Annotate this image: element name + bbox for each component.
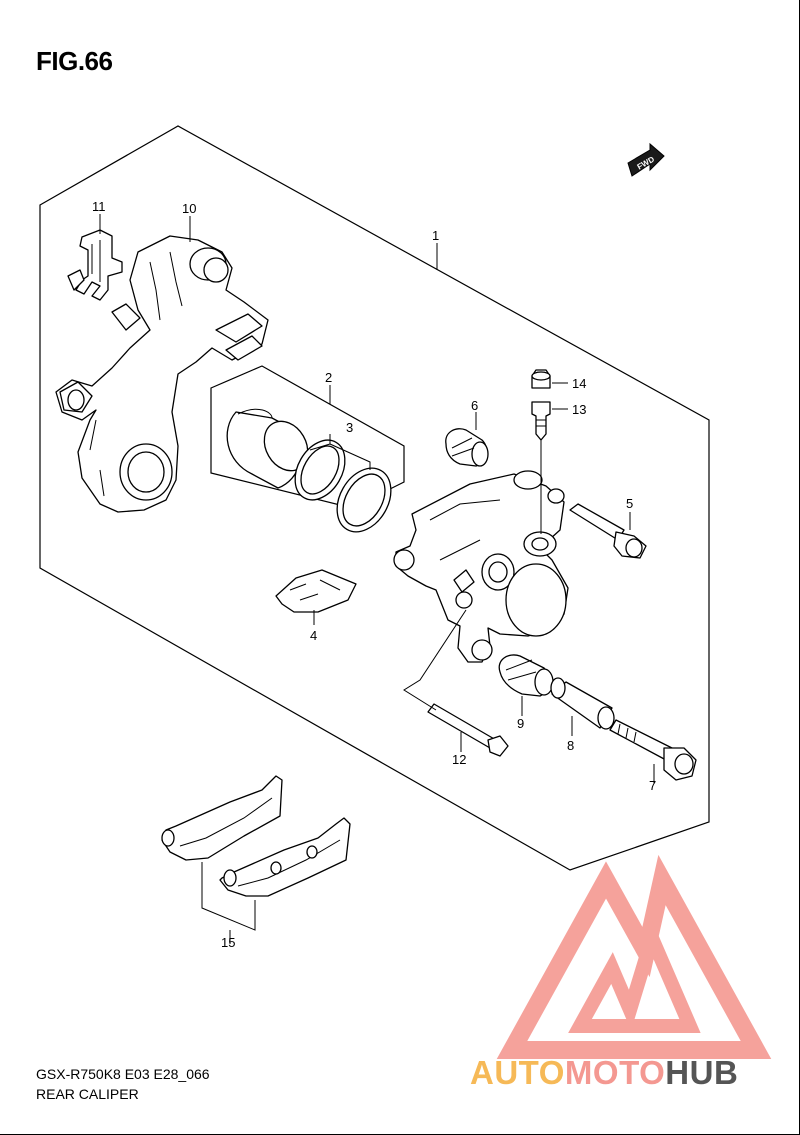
callout-11: 11 [92, 199, 106, 214]
part-4-pad-spring-icon [275, 569, 357, 613]
callout-1: 1 [432, 228, 439, 243]
seal-kit-frame [210, 365, 405, 509]
callout-8: 8 [567, 738, 574, 753]
part-7-bolt-icon [609, 719, 697, 781]
part-6-dust-boot-icon [445, 428, 489, 467]
callout-6: 6 [471, 398, 478, 413]
part-5-bolt-icon [569, 503, 647, 559]
callout-10: 10 [182, 201, 196, 216]
callout-2: 2 [325, 370, 332, 385]
part-9-boot-icon [498, 654, 554, 697]
callout-14: 14 [572, 376, 586, 391]
part-13-bleeder-valve-icon [531, 401, 551, 441]
callout-7: 7 [649, 778, 656, 793]
leader-lines [99, 214, 655, 944]
part-2-piston-icon [226, 408, 309, 489]
callout-12: 12 [452, 752, 466, 767]
part-11-pad-spring-icon [67, 229, 123, 301]
watermark-moto: MOTO [565, 1054, 665, 1091]
part-14-bleeder-cap-icon [531, 369, 551, 389]
callout-labels: 1 2 3 4 5 6 7 8 9 10 11 12 13 14 15 [92, 199, 656, 950]
watermark-hub: HUB [665, 1054, 738, 1091]
figure-title: FIG.66 [36, 46, 113, 76]
part-1-caliper-body-icon [393, 470, 569, 663]
assembly-frame [39, 125, 710, 871]
watermark-brand-text: AUTOMOTOHUB [470, 1054, 738, 1091]
callout-5: 5 [626, 496, 633, 511]
part-8-sleeve-icon [550, 677, 615, 730]
part-15-brake-pad-icon [161, 775, 351, 897]
watermark-auto: AUTO [470, 1054, 565, 1091]
callout-3: 3 [346, 420, 353, 435]
callout-9: 9 [517, 716, 524, 731]
callout-15: 15 [221, 935, 235, 950]
forward-direction-icon: FWD [627, 142, 665, 177]
callout-13: 13 [572, 402, 586, 417]
part-10-caliper-bracket-icon [55, 235, 269, 513]
part-3-piston-seal-icon [294, 439, 392, 533]
section-name: REAR CALIPER [36, 1086, 139, 1102]
callout-4: 4 [310, 628, 317, 643]
model-code: GSX-R750K8 E03 E28_066 [36, 1066, 210, 1082]
automotohub-logo-icon [496, 854, 772, 1059]
part-12-pin-icon [427, 703, 509, 757]
